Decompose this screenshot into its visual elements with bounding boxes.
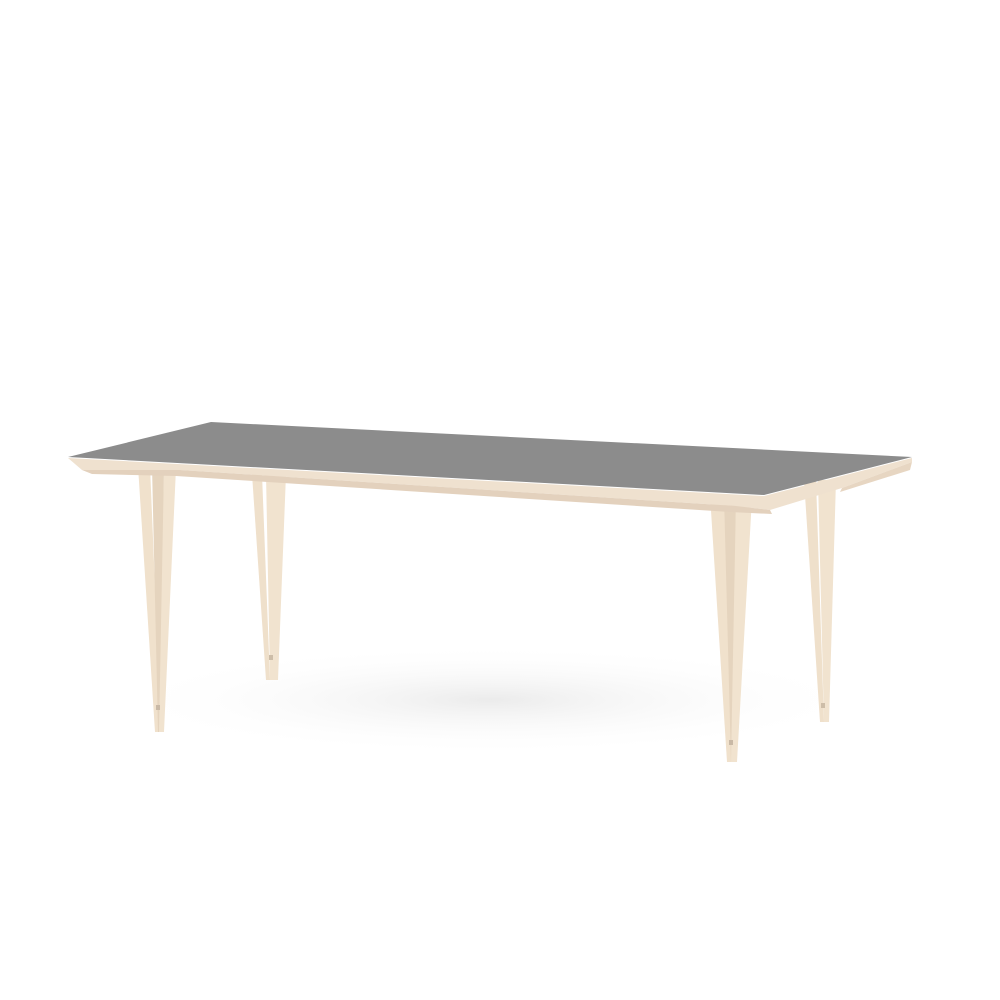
back-right-leg [804, 480, 836, 722]
tabletop-surface [68, 422, 912, 495]
front-left-leg [138, 466, 176, 732]
floor-shadow [110, 645, 870, 755]
back-left-leg [252, 474, 286, 680]
tabletop-edge [68, 458, 912, 510]
tabletop-edge-underside [82, 470, 772, 514]
front-right-leg [710, 495, 752, 762]
tabletop-edge-right [840, 462, 912, 492]
table [68, 422, 912, 762]
